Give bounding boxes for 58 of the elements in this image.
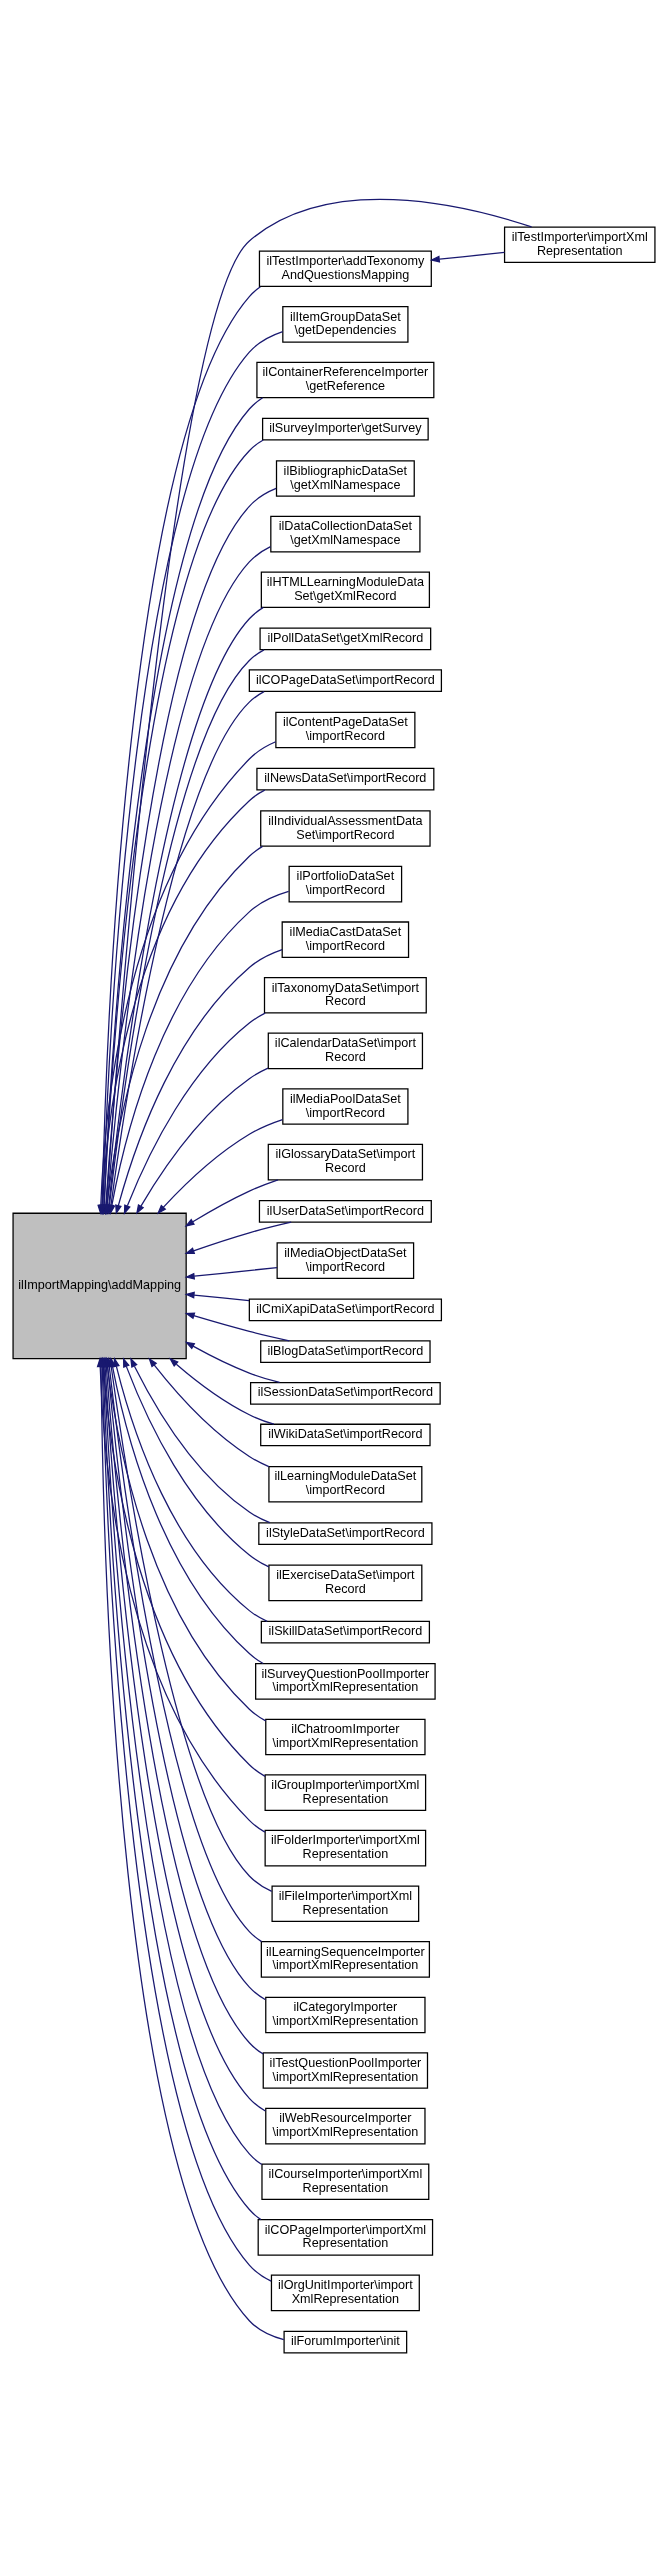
node-box: ilSurveyImporter\getSurvey [262, 417, 429, 441]
node-box: ilImportMapping\addMapping [12, 1212, 187, 1359]
node-box: ilFolderImporter\importXml Representation [264, 1829, 427, 1866]
node-box: ilHTMLLearningModuleData Set\getXmlRecord [260, 570, 431, 608]
node-box: ilLearningModuleDataSet \importRecord [268, 1465, 423, 1503]
node-box: ilChatroomImporter \importXmlRepresentation [265, 1718, 426, 1755]
node-box: ilExerciseDataSet\import Record [268, 1564, 423, 1601]
node-box: ilItemGroupDataSet \getDependencies [282, 305, 409, 343]
node-box: ilBibliographicDataSet \getXmlNamespace [275, 459, 415, 497]
node-box: ilContentPageDataSet \importRecord [275, 711, 416, 748]
arrow [135, 1067, 269, 1215]
arrow [168, 1357, 275, 1425]
arrow [148, 1356, 270, 1467]
node-box: ilContainerReferenceImporter \getReference [256, 361, 435, 398]
node-box: ilMediaCastDataSet \importRecord [281, 920, 410, 958]
node-box: ilSkillDataSet\importRecord [260, 1620, 431, 1643]
node-box: ilCmiXapiDataSet\importRecord [248, 1298, 443, 1321]
arrow [184, 1221, 292, 1254]
node-box: ilStyleDataSet\importRecord [258, 1521, 433, 1545]
node-box: ilDataCollectionDataSet \getXmlNamespace [270, 515, 421, 552]
node-box: ilSurveyQuestionPoolImporter \importXmlRepresentation [255, 1662, 436, 1700]
node-box: ilNewsDataSet\importRecord [256, 767, 435, 791]
node-box: ilSessionDataSet\importRecord [250, 1381, 441, 1405]
node-box: ilOrgUnitImporter\import XmlRepresentation [270, 2274, 420, 2311]
node-box: ilCOPageDataSet\importRecord [248, 668, 443, 692]
arrow [123, 1011, 266, 1215]
node-box: ilCalendarDataSet\import Record [267, 1032, 424, 1069]
arrow [429, 251, 506, 263]
node-box: ilTestImporter\importXml Representation [503, 225, 656, 263]
node-box: ilWikiDataSet\importRecord [260, 1423, 431, 1446]
node-box: ilIndividualAssessmentData Set\importRecord [260, 809, 431, 847]
node-box: ilFileImporter\importXml Representation [271, 1884, 420, 1922]
arrow [130, 1356, 271, 1523]
arrow [115, 948, 283, 1215]
node-box: ilTestQuestionPoolImporter \importXmlRepresentation [262, 2051, 429, 2089]
node-box: ilGroupImporter\importXml Representation [264, 1773, 427, 1811]
node-box: ilPortfolioDataSet \importRecord [288, 865, 403, 902]
node-box: ilCOPageImporter\importXml Representation [257, 2218, 434, 2256]
arrow [184, 1340, 281, 1383]
node-box: ilUserDataSet\importRecord [258, 1199, 432, 1223]
arrow [184, 1291, 250, 1301]
arrow [184, 1266, 278, 1280]
arrow [122, 1356, 270, 1568]
node-box: ilMediaPoolDataSet \importRecord [282, 1087, 409, 1125]
node-box: ilMediaObjectDataSet \importRecord [276, 1241, 415, 1279]
arrow [156, 1118, 284, 1214]
node-box: ilBlogDataSet\importRecord [260, 1339, 431, 1363]
node-box: ilLearningSequenceImporter \importXmlRepresentation [260, 1940, 431, 1978]
node-box: ilTestImporter\addTexonomy AndQuestionsMapping [258, 249, 432, 287]
arrow [184, 1178, 279, 1227]
node-box: ilWebResourceImporter \importXmlRepresentation [265, 2107, 426, 2144]
arrow [184, 1312, 290, 1341]
node-box: ilTaxonomyDataSet\import Record [263, 976, 427, 1014]
node-box: ilGlossaryDataSet\import Record [267, 1143, 424, 1180]
node-box: ilCategoryImporter \importXmlRepresentation [265, 1996, 426, 2033]
node-box: ilPollDataSet\getXmlRecord [259, 627, 432, 650]
node-box: ilCourseImporter\importXml Representation [261, 2162, 430, 2200]
node-box: ilForumImporter\init [283, 2330, 408, 2354]
